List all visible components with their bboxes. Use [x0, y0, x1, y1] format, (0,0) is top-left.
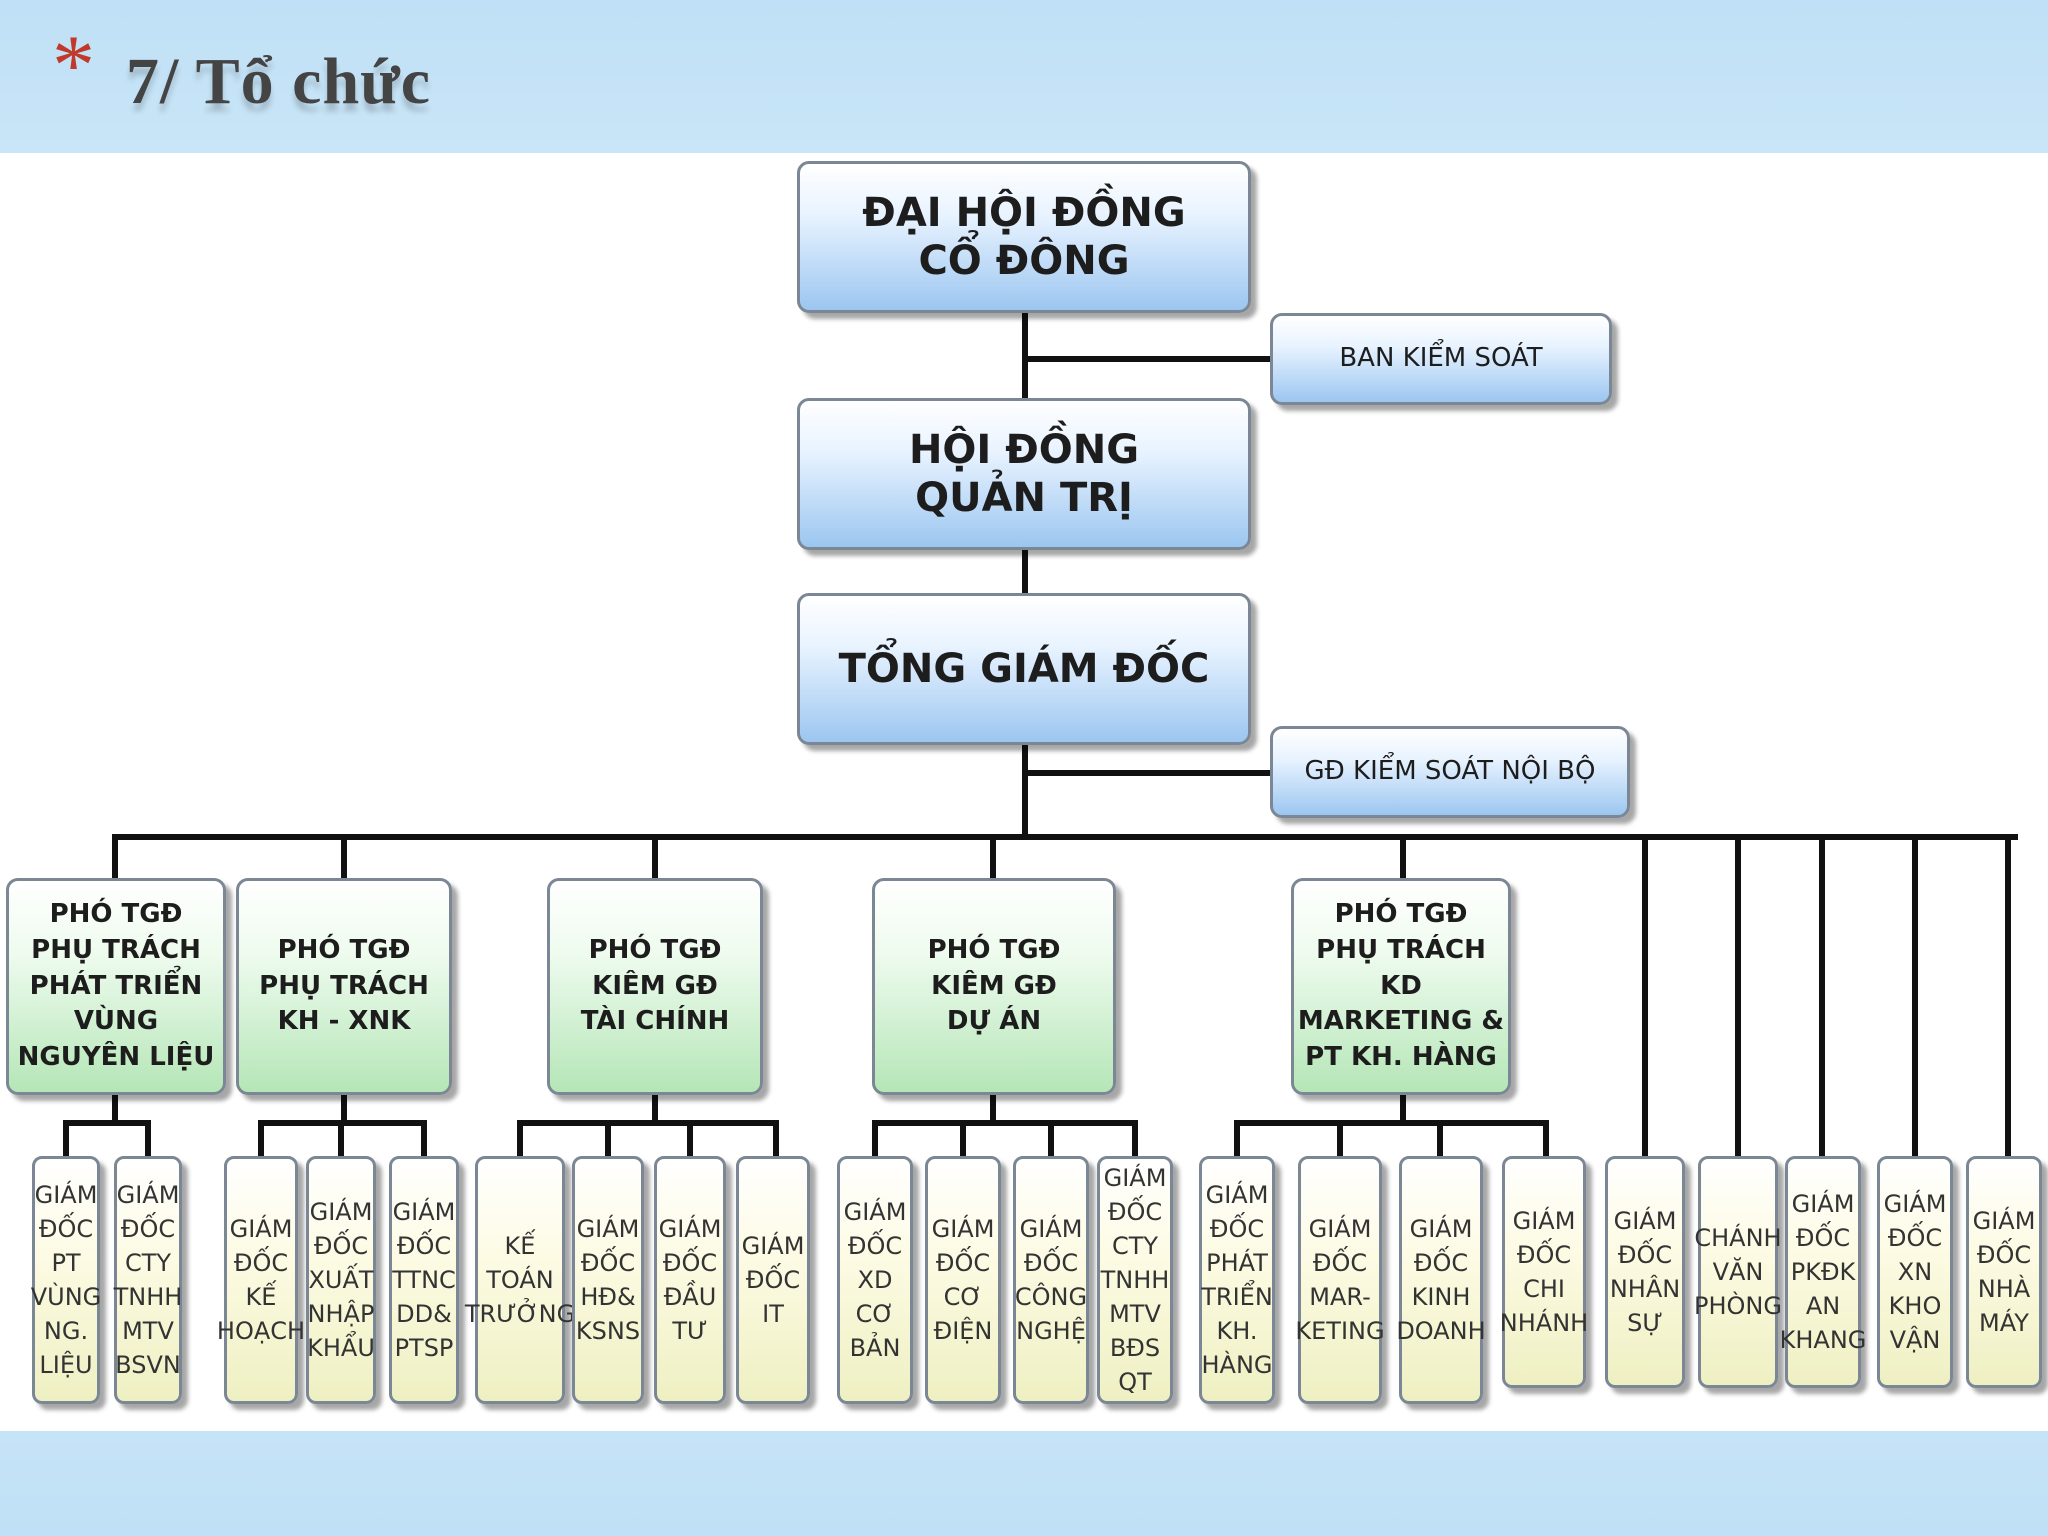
- unit-box: GIÁM ĐỐC KẾ HOẠCH: [217, 1156, 305, 1404]
- board-of-directors-box: HỘI ĐỒNG QUẢN TRỊ: [797, 398, 1251, 550]
- slide-header: * 7/ Tổ chức: [0, 0, 2048, 152]
- unit-box: GIÁM ĐỐC HĐ& KSNS: [572, 1156, 644, 1404]
- slide-title: 7/ Tổ chức: [126, 45, 432, 118]
- unit-box: GIÁM ĐỐC CTY TNHH MTV BĐS QT: [1097, 1156, 1173, 1404]
- unit-box: CHÁNH VĂN PHÒNG: [1694, 1156, 1782, 1388]
- vp-finance-box: PHÓ TGĐ KIÊM GĐ TÀI CHÍNH: [547, 878, 763, 1095]
- unit-box: GIÁM ĐỐC ĐẦU TƯ: [654, 1156, 726, 1404]
- unit-box: GIÁM ĐỐC TTNC DD& PTSP: [389, 1156, 459, 1404]
- unit-box: GIÁM ĐỐC CÔNG NGHỆ: [1013, 1156, 1089, 1404]
- unit-box: GIÁM ĐỐC XUẤT NHẬP KHẨU: [306, 1156, 376, 1404]
- vp-raw-material-box: PHÓ TGĐ PHỤ TRÁCH PHÁT TRIỂN VÙNG NGUYÊN…: [6, 878, 226, 1095]
- unit-box: GIÁM ĐỐC CTY TNHH MTV BSVN: [114, 1156, 182, 1404]
- unit-box: GIÁM ĐỐC XN KHO VẬN: [1877, 1156, 1953, 1388]
- vp-marketing-box: PHÓ TGĐ PHỤ TRÁCH KD MARKETING & PT KH. …: [1291, 878, 1511, 1095]
- shareholders-meeting-box: ĐẠI HỘI ĐỒNG CỔ ĐÔNG: [797, 161, 1251, 313]
- supervisory-board-box: BAN KIỂM SOÁT: [1270, 313, 1612, 405]
- org-chart: ĐẠI HỘI ĐỒNG CỔ ĐÔNG BAN KIỂM SOÁT HỘI Đ…: [0, 153, 2048, 1431]
- unit-box: GIÁM ĐỐC NHÂN SỰ: [1605, 1156, 1685, 1388]
- unit-box: GIÁM ĐỐC KINH DOANH: [1396, 1156, 1486, 1404]
- unit-box: GIÁM ĐỐC PKĐK AN KHANG: [1780, 1156, 1866, 1388]
- vp-planning-import-export-box: PHÓ TGĐ PHỤ TRÁCH KH - XNK: [236, 878, 452, 1095]
- unit-box: GIÁM ĐỐC MAR- KETING: [1295, 1156, 1385, 1404]
- unit-box: GIÁM ĐỐC CHI NHÁNH: [1500, 1156, 1588, 1388]
- unit-box: GIÁM ĐỐC NHÀ MÁY: [1966, 1156, 2042, 1388]
- ceo-box: TỔNG GIÁM ĐỐC: [797, 593, 1251, 745]
- unit-box: GIÁM ĐỐC IT: [736, 1156, 810, 1404]
- vp-projects-box: PHÓ TGĐ KIÊM GĐ DỰ ÁN: [872, 878, 1116, 1095]
- unit-box: KẾ TOÁN TRƯỞNG: [465, 1156, 575, 1404]
- internal-audit-box: GĐ KIỂM SOÁT NỘI BỘ: [1270, 726, 1630, 818]
- unit-box: GIÁM ĐỐC PHÁT TRIỂN KH. HÀNG: [1199, 1156, 1275, 1404]
- unit-box: GIÁM ĐỐC CƠ ĐIỆN: [925, 1156, 1001, 1404]
- unit-box: GIÁM ĐỐC XD CƠ BẢN: [837, 1156, 913, 1404]
- connector-lines: [63, 310, 2018, 1159]
- title-bullet: *: [52, 17, 95, 113]
- unit-box: GIÁM ĐỐC PT VÙNG NG. LIỆU: [31, 1156, 101, 1404]
